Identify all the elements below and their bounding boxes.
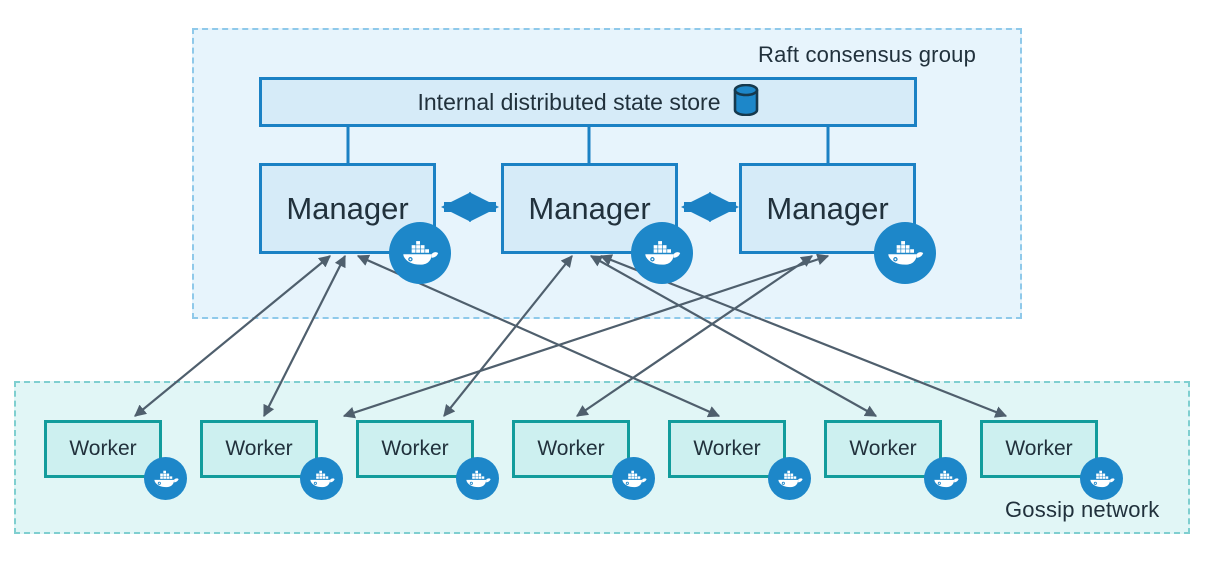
worker-node-5[interactable]: Worker: [668, 420, 786, 478]
worker-node-label: Worker: [849, 437, 917, 460]
manager-node-label: Manager: [766, 190, 889, 226]
docker-whale-icon: [631, 222, 693, 284]
worker-node-3[interactable]: Worker: [356, 420, 474, 478]
manager-worker-links: [134, 253, 1008, 419]
worker-node-label: Worker: [381, 437, 449, 460]
database-cylinder-icon: [733, 83, 759, 121]
docker-whale-icon: [144, 457, 187, 500]
worker-node-label: Worker: [69, 437, 137, 460]
docker-whale-icon: [612, 457, 655, 500]
state-store-content: Internal distributed state store: [417, 83, 759, 121]
worker-node-4[interactable]: Worker: [512, 420, 630, 478]
docker-whale-icon: [924, 457, 967, 500]
docker-whale-icon: [1080, 457, 1123, 500]
manager-node-label: Manager: [528, 190, 651, 226]
docker-whale-icon: [768, 457, 811, 500]
docker-whale-icon: [874, 222, 936, 284]
gossip-network-group-label: Gossip network: [1005, 497, 1160, 522]
worker-node-1[interactable]: Worker: [44, 420, 162, 478]
raft-consensus-group-label: Raft consensus group: [758, 42, 977, 67]
worker-node-label: Worker: [1005, 437, 1073, 460]
worker-node-label: Worker: [225, 437, 293, 460]
worker-node-7[interactable]: Worker: [980, 420, 1098, 478]
state-store-label: Internal distributed state store: [417, 88, 721, 115]
docker-whale-icon: [300, 457, 343, 500]
internal-state-store-box[interactable]: Internal distributed state store: [259, 77, 917, 127]
docker-whale-icon: [456, 457, 499, 500]
worker-node-label: Worker: [537, 437, 605, 460]
worker-node-2[interactable]: Worker: [200, 420, 318, 478]
manager-node-label: Manager: [286, 190, 409, 226]
worker-node-label: Worker: [693, 437, 761, 460]
worker-node-6[interactable]: Worker: [824, 420, 942, 478]
docker-whale-icon: [389, 222, 451, 284]
store-to-manager-connectors: [346, 127, 830, 163]
